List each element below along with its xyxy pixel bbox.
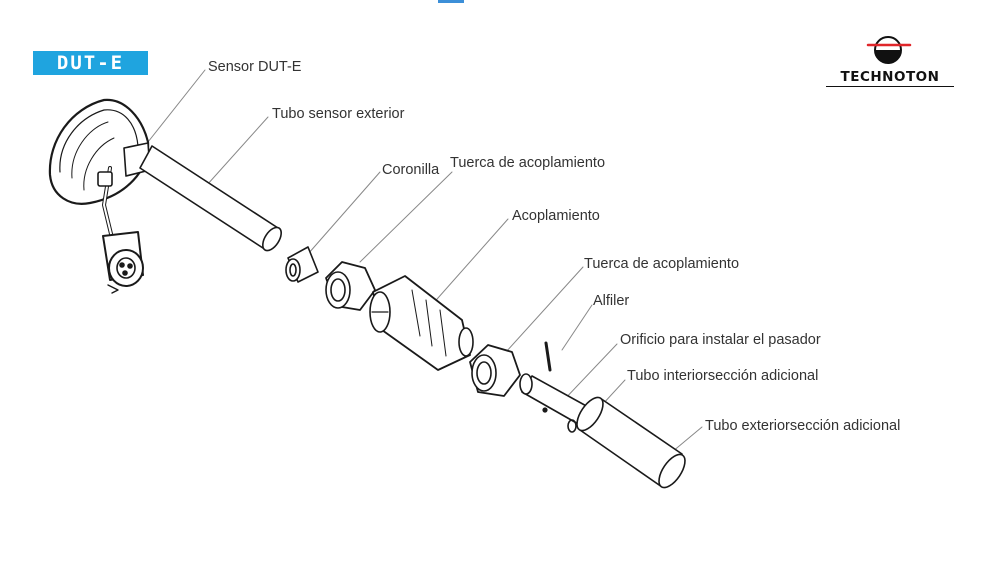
label-pin-hole: Orificio para instalar el pasador — [620, 332, 821, 348]
crown-part — [285, 246, 319, 283]
outer-extension-tube — [576, 396, 686, 489]
outer-sensor-tube — [139, 145, 282, 252]
label-coupling-nut-2: Tuerca de acoplamiento — [584, 256, 740, 272]
pin-part — [544, 341, 552, 372]
coupling-nut-1 — [325, 261, 376, 311]
top-scroll-indicator — [438, 0, 464, 3]
inner-extension-tube — [519, 373, 591, 433]
technoton-logo-mark — [866, 36, 912, 64]
label-outer-tube: Tubo sensor exterior — [272, 106, 405, 122]
coupling-part — [369, 275, 474, 371]
label-coupling-nut-1: Tuerca de acoplamiento — [450, 155, 606, 171]
label-sensor: Sensor DUT-E — [208, 59, 302, 75]
company-logo-text: TECHNOTON — [826, 69, 954, 87]
cable-connector — [102, 231, 144, 294]
sensor-head — [48, 98, 151, 240]
label-outer-tube-ext: Tubo exteriorsección adicional — [705, 418, 901, 434]
label-coupling: Acoplamiento — [512, 208, 600, 224]
product-badge: DUT-E — [33, 51, 148, 75]
label-inner-tube-ext: Tubo interiorsección adicional — [627, 368, 819, 384]
label-crown: Coronilla — [382, 162, 440, 178]
coupling-nut-2 — [469, 344, 521, 397]
label-pin: Alfiler — [593, 293, 630, 309]
